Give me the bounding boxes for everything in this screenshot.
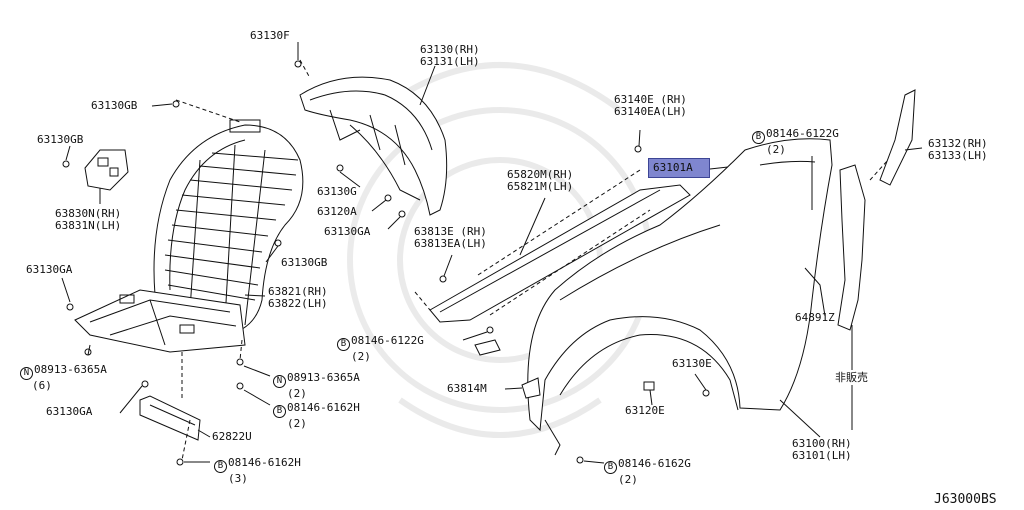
highlight-63101A[interactable]: 63101A	[648, 158, 710, 178]
bracket-63132	[879, 89, 916, 186]
label-63132: 63132(RH)63133(LH)	[928, 137, 988, 162]
label-63130GB-a: 63130GB	[91, 99, 138, 112]
label-63814M: 63814M	[447, 382, 487, 395]
label-63140E: 63140E (RH)63140EA(LH)	[614, 93, 687, 118]
label-63120A: 63120A	[317, 205, 357, 218]
label-63130GA-b: 63130GA	[324, 225, 371, 238]
label-63130E: 63130E	[672, 357, 712, 370]
label-63130GB-c: 63130GB	[281, 256, 328, 269]
label-63130F: 63130F	[250, 29, 290, 42]
label-63100: 63100(RH)63101(LH)	[792, 437, 852, 462]
support-64891Z	[837, 164, 866, 331]
label-63130G: 63130G	[317, 185, 357, 198]
label-63130GB-b: 63130GB	[37, 133, 84, 146]
label-63813E: 63813E (RH)63813EA(LH)	[414, 225, 487, 250]
label-65820M: 65820M(RH)65821M(LH)	[507, 168, 574, 193]
fender-liner-part	[153, 119, 304, 336]
label-64891Z: 64891Z	[795, 311, 835, 324]
label-63130GA-a: 63130GA	[26, 263, 73, 276]
part-63120E	[643, 381, 655, 391]
diagram-code: J63000BS	[934, 492, 997, 507]
part-splash	[474, 339, 501, 356]
undercover-part	[74, 289, 246, 353]
label-63120E: 63120E	[625, 404, 665, 417]
label-63830N: 63830N(RH)63831N(LH)	[55, 207, 122, 232]
label-62822U: 62822U	[212, 430, 252, 443]
label-63821: 63821(RH)63822(LH)	[268, 285, 328, 310]
molding-65820M	[429, 184, 691, 323]
label-63130GA-c: 63130GA	[46, 405, 93, 418]
leader-lines	[61, 42, 923, 464]
label-nonsale: 非販売	[835, 371, 868, 384]
strip-62822U	[139, 395, 201, 441]
front-fender-part	[527, 138, 833, 456]
label-63130: 63130(RH)63131(LH)	[420, 43, 480, 68]
upper-liner-part	[299, 76, 448, 216]
bracket-63830N	[84, 149, 129, 191]
part-63814M	[521, 377, 541, 399]
